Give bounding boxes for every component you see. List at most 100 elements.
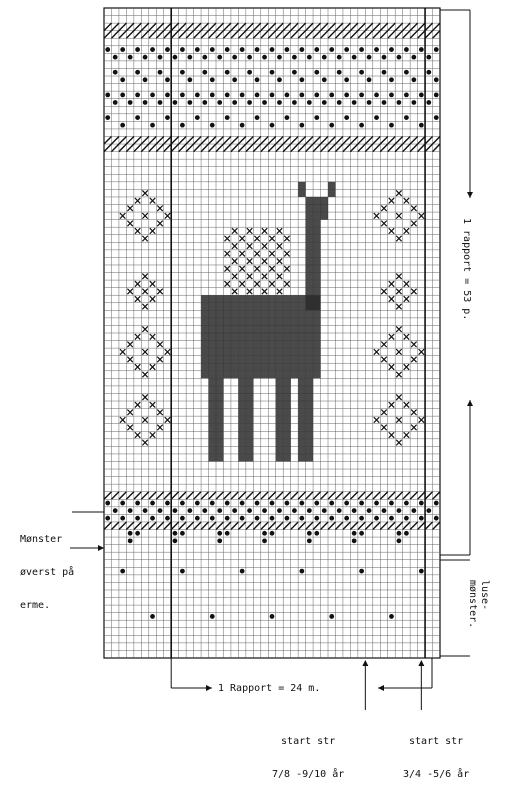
llama-motif-stitch — [298, 439, 305, 447]
dot-stitch — [285, 47, 290, 52]
dot-stitch — [397, 100, 402, 105]
dot-stitch — [329, 47, 334, 52]
llama-motif-stitch — [253, 325, 260, 333]
dot-stitch — [299, 93, 304, 98]
llama-motif-stitch — [201, 303, 208, 311]
width-repeat-arrow-left — [378, 685, 384, 691]
dot-stitch — [225, 47, 230, 52]
dot-stitch — [367, 55, 372, 60]
llama-motif-stitch — [253, 363, 260, 371]
dot-stitch — [135, 531, 140, 536]
llama-motif-stitch — [276, 325, 283, 333]
dot-stitch — [367, 77, 372, 82]
llama-motif-stitch — [313, 250, 320, 258]
llama-motif-stitch — [298, 393, 305, 401]
llama-motif-stitch — [313, 333, 320, 341]
llama-motif-stitch — [201, 356, 208, 364]
dot-stitch — [210, 501, 215, 506]
llama-motif-stitch — [261, 348, 268, 356]
llama-motif-stitch — [238, 386, 245, 394]
louse-pattern-label-line1: luse- — [479, 580, 490, 610]
llama-motif-stitch — [298, 333, 305, 341]
dot-stitch — [434, 516, 439, 521]
dot-stitch — [247, 70, 252, 75]
llama-motif-stitch — [216, 310, 223, 318]
dot-stitch — [404, 115, 409, 120]
llama-motif-stitch — [216, 378, 223, 386]
dot-stitch — [382, 55, 387, 60]
llama-motif-stitch — [276, 310, 283, 318]
llama-motif-stitch — [283, 363, 290, 371]
dot-stitch — [105, 501, 110, 506]
dot-stitch — [225, 501, 230, 506]
llama-motif-stitch — [238, 431, 245, 439]
dot-stitch — [187, 55, 192, 60]
dot-stitch — [173, 508, 178, 513]
dot-stitch — [359, 516, 364, 521]
llama-motif-stitch — [306, 356, 313, 364]
llama-motif-stitch — [283, 409, 290, 417]
dot-stitch — [270, 70, 275, 75]
llama-motif-stitch — [306, 431, 313, 439]
llama-motif-stitch — [283, 416, 290, 424]
llama-motif-stitch — [216, 318, 223, 326]
llama-motif-stitch — [201, 363, 208, 371]
dot-stitch — [359, 531, 364, 536]
llama-motif-stitch — [223, 348, 230, 356]
llama-motif-stitch — [246, 318, 253, 326]
repeat-width-label: 1 Rapport = 24 m. — [218, 683, 320, 694]
dot-stitch — [344, 47, 349, 52]
dot-stitch — [165, 115, 170, 120]
llama-motif-stitch — [283, 333, 290, 341]
dot-stitch — [314, 47, 319, 52]
llama-motif-stitch — [306, 424, 313, 432]
height-repeat-arrow-up — [467, 400, 473, 406]
llama-motif-stitch — [298, 416, 305, 424]
dot-stitch — [292, 70, 297, 75]
dot-stitch — [135, 501, 140, 506]
llama-motif-stitch — [238, 454, 245, 462]
llama-motif-stitch — [291, 371, 298, 379]
llama-motif-stitch — [306, 242, 313, 250]
dot-stitch — [299, 516, 304, 521]
llama-motif-stitch — [313, 227, 320, 235]
dot-stitch — [128, 538, 133, 543]
dot-stitch — [367, 100, 372, 105]
dot-stitch — [128, 531, 133, 536]
llama-motif-stitch — [261, 303, 268, 311]
louse-pattern-dot — [210, 614, 215, 619]
llama-motif-stitch — [313, 318, 320, 326]
llama-motif-stitch — [238, 348, 245, 356]
louse-pattern-dot — [270, 614, 275, 619]
llama-motif-stitch — [268, 295, 275, 303]
llama-motif-stitch — [298, 310, 305, 318]
dot-stitch — [337, 100, 342, 105]
llama-motif-stitch — [209, 318, 216, 326]
llama-motif-stitch — [201, 295, 208, 303]
dot-stitch — [299, 123, 304, 128]
dot-stitch — [359, 123, 364, 128]
llama-motif-stitch — [246, 303, 253, 311]
dot-stitch — [292, 100, 297, 105]
dot-stitch — [202, 508, 207, 513]
llama-motif-stitch — [298, 378, 305, 386]
pattern-top-label-line1: Mønster — [20, 534, 74, 545]
llama-motif-stitch — [216, 424, 223, 432]
llama-motif-stitch — [306, 318, 313, 326]
llama-motif-stitch — [276, 371, 283, 379]
llama-motif-stitch — [238, 393, 245, 401]
dot-stitch — [382, 508, 387, 513]
llama-motif-stitch — [261, 341, 268, 349]
llama-motif-stitch — [276, 348, 283, 356]
llama-motif-stitch — [306, 265, 313, 273]
llama-motif-stitch — [298, 341, 305, 349]
llama-motif-stitch — [283, 439, 290, 447]
llama-motif-stitch — [246, 409, 253, 417]
llama-motif-stitch — [283, 454, 290, 462]
llama-motif-stitch — [246, 348, 253, 356]
dot-stitch — [113, 55, 118, 60]
dot-stitch — [292, 508, 297, 513]
llama-motif-stitch — [298, 363, 305, 371]
llama-motif-stitch — [238, 378, 245, 386]
dot-stitch — [314, 115, 319, 120]
